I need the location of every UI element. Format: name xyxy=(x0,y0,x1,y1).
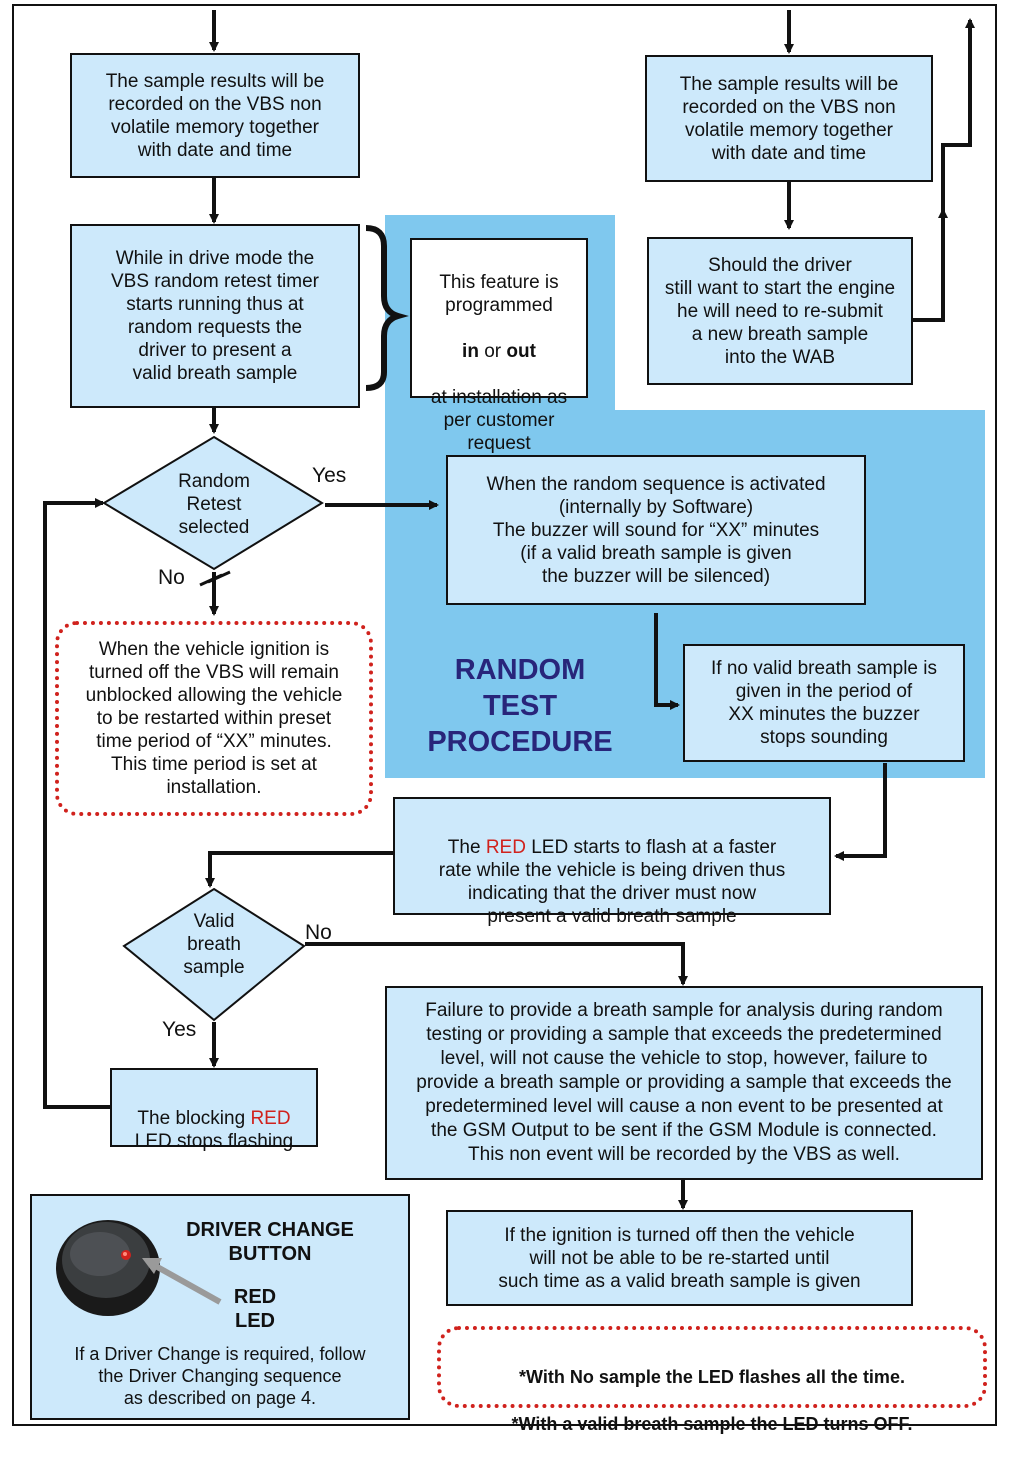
blocking-red-led-box: The blocking RED LED stops flashing xyxy=(110,1068,318,1152)
feature-in: in xyxy=(462,341,479,362)
no-label-top: No xyxy=(158,566,185,589)
driver-change-instructions: If a Driver Change is required, follow t… xyxy=(74,1344,366,1408)
red-flash-red-word: RED xyxy=(485,837,526,858)
random-retest-label: Random Retest selected xyxy=(178,471,250,538)
blocking-text-pre: The blocking xyxy=(137,1108,251,1129)
blocking-text-post: LED stops flashing xyxy=(134,1131,294,1152)
feature-box: This feature is programmed in or out at … xyxy=(410,238,588,454)
driver-change-button-icon xyxy=(56,1220,160,1316)
feature-text-pre: This feature is programmed xyxy=(439,272,559,316)
should-driver-box: Should the driver still want to start th… xyxy=(647,237,913,385)
record-right-box: The sample results will be recorded on t… xyxy=(645,55,933,182)
led-behaviour-note: *With No sample the LED flashes all the … xyxy=(437,1326,987,1434)
red-led-label: RED LED xyxy=(233,1286,277,1332)
ignition-off-box: If the ignition is turned off then the v… xyxy=(446,1210,913,1306)
led-note-line-1: *With No sample the LED flashes all the … xyxy=(519,1367,905,1387)
no-label-mid: No xyxy=(305,921,332,944)
random-retest-diamond xyxy=(102,435,324,571)
red-led-flash-box: The RED LED starts to flash at a faster … xyxy=(393,797,831,927)
led-note-line-2: *With a valid breath sample the LED turn… xyxy=(511,1414,913,1434)
no-valid-sample-box: If no valid breath sample is given in th… xyxy=(683,644,965,762)
failure-box: Failure to provide a breath sample for a… xyxy=(385,986,983,1180)
random-test-title: RANDOM TEST PROCEDURE xyxy=(427,654,613,758)
random-sequence-box: When the random sequence is activated (i… xyxy=(446,455,866,605)
valid-breath-diamond xyxy=(122,887,306,1022)
feature-out: out xyxy=(506,341,536,362)
ignition-unblocked-note: When the vehicle ignition is turned off … xyxy=(55,621,373,816)
feature-text-post: at installation as per customer request xyxy=(430,387,568,454)
page-frame xyxy=(12,4,997,1426)
yes-label-mid: Yes xyxy=(162,1018,197,1041)
valid-breath-label: Valid breath sample xyxy=(183,911,245,978)
retest-timer-box: While in drive mode the VBS random retes… xyxy=(70,224,360,408)
record-left-box: The sample results will be recorded on t… xyxy=(70,53,360,178)
feature-or: or xyxy=(478,341,507,362)
yes-label-top: Yes xyxy=(312,464,347,487)
driver-change-title: DRIVER CHANGE BUTTON xyxy=(186,1219,354,1265)
pointer-arrow xyxy=(142,1258,222,1305)
red-flash-text-pre: The xyxy=(447,837,486,858)
red-flash-text-post: LED starts to flash at a faster rate whi… xyxy=(438,837,786,927)
blocking-red-word: RED xyxy=(250,1108,291,1129)
